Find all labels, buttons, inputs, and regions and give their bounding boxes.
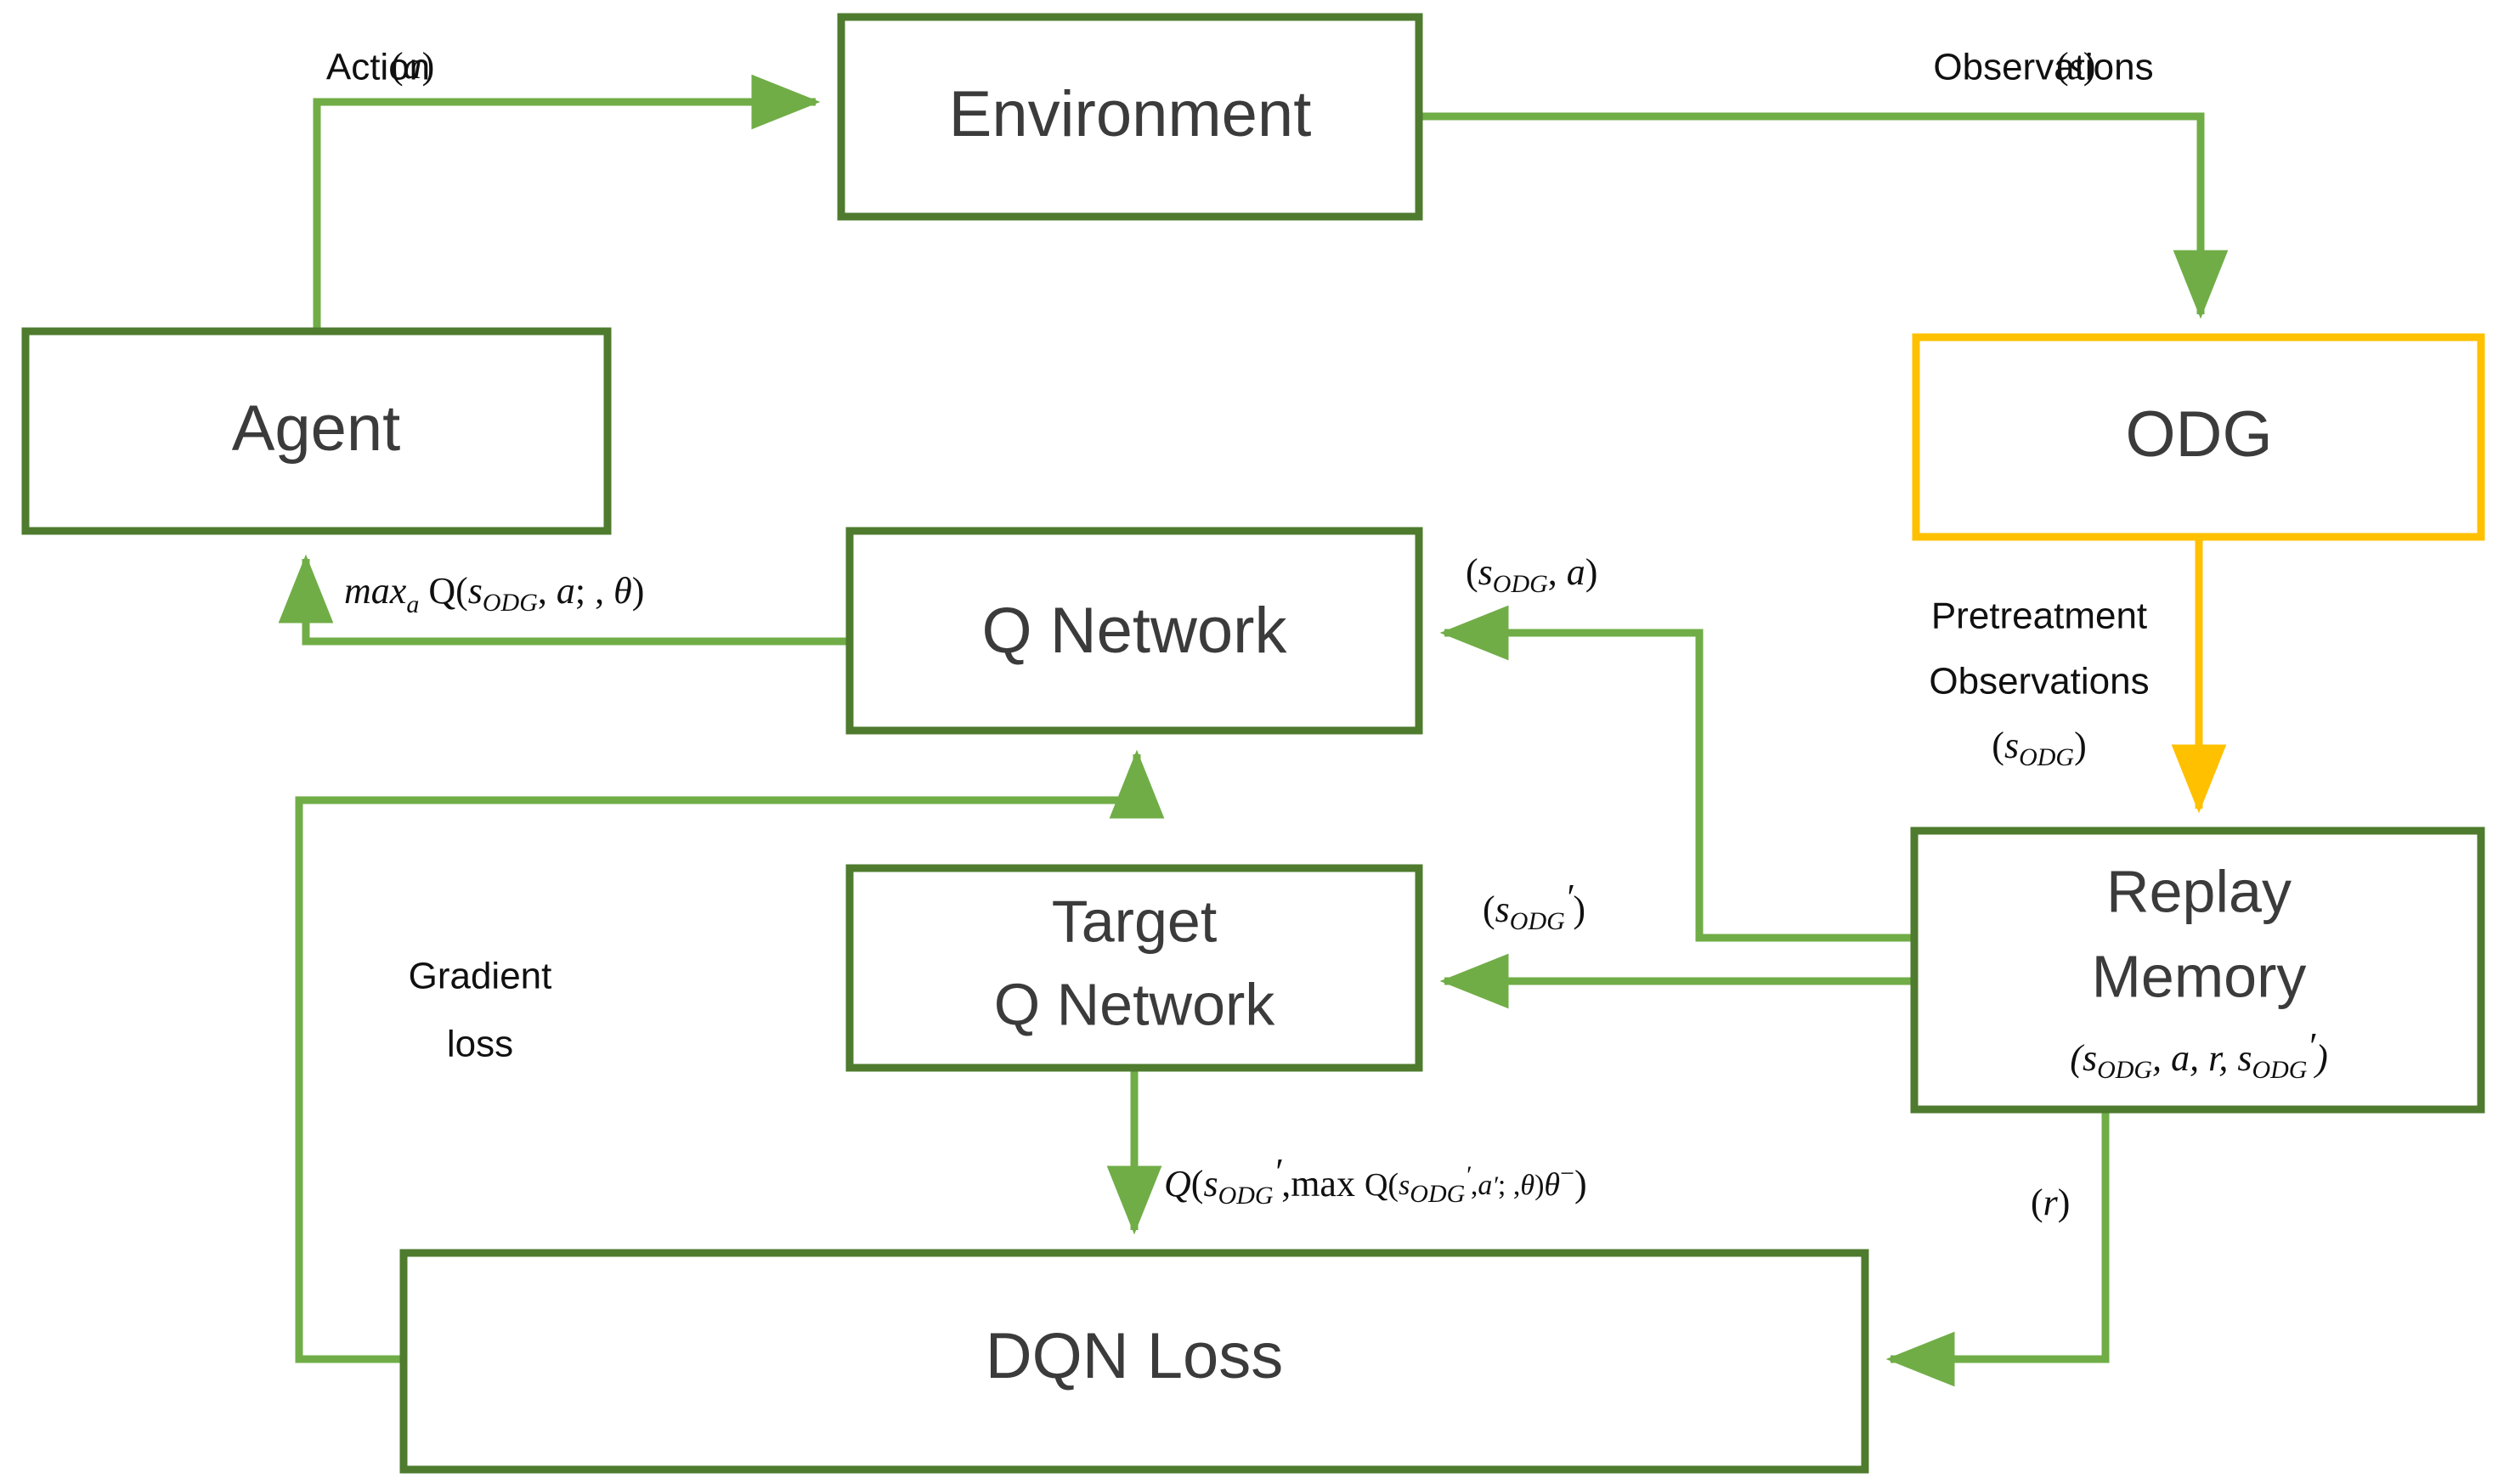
node-environment[interactable]: Environment bbox=[837, 13, 1423, 221]
edge-label-target-formula: Q(sODG′,max Q(sODG′,a′; ,θ)θ−) bbox=[1164, 1151, 1587, 1210]
edge-label-action: Action (a) bbox=[326, 45, 434, 88]
node-q-network[interactable]: Q Network bbox=[845, 527, 1423, 735]
edge-label-state-action-text: (sODG, a) bbox=[1466, 551, 1597, 598]
edge-label-observations-var: (s) bbox=[2056, 45, 2095, 87]
replay-memory-tuple-label: (sODG, a, r, sODG′) bbox=[2070, 1025, 2327, 1084]
node-dqn-loss-label: DQN Loss bbox=[986, 1320, 1284, 1392]
edge-label-observations-text: Observations bbox=[1933, 47, 2153, 88]
edge-label-state-action: (sODG, a) bbox=[1466, 551, 1597, 598]
node-target-q-network[interactable]: Target Q Network bbox=[845, 864, 1423, 1072]
node-target-q-network-label-line2: Q Network bbox=[994, 971, 1276, 1037]
node-agent-label: Agent bbox=[232, 392, 401, 465]
edge-label-target-formula-text: Q(sODG′,max Q(sODG′,a′; ,θ)θ−) bbox=[1164, 1151, 1587, 1210]
arrow-agent-to-environment bbox=[313, 74, 821, 333]
edge-label-gradient-line1: Gradient bbox=[409, 956, 552, 997]
node-odg-label: ODG bbox=[2125, 398, 2272, 471]
edge-label-pretreatment-line2: Observations bbox=[1929, 661, 2149, 703]
edge-label-q-max-formula: maxa Q(sODG, a; , θ) bbox=[344, 570, 644, 618]
node-replay-memory-label-line1: Replay bbox=[2106, 858, 2292, 924]
edge-label-pretreatment-observations: Pretreatment Observations (sODG) bbox=[1929, 595, 2149, 771]
edge-label-action-text: Action bbox=[326, 47, 430, 88]
edge-label-next-state: (sODG′) bbox=[1483, 877, 1585, 935]
arrow-environment-to-odg bbox=[1419, 112, 2229, 319]
edge-label-action-var: (a) bbox=[391, 45, 434, 87]
node-q-network-label: Q Network bbox=[982, 595, 1288, 667]
edge-label-pretreatment-line3: (sODG) bbox=[1992, 725, 2086, 771]
edge-label-next-state-text: (sODG′) bbox=[1483, 877, 1585, 935]
node-replay-memory[interactable]: Replay Memory (sODG, a, r, sODG′) bbox=[1910, 827, 2485, 1114]
arrow-dqn-loss-to-q-network bbox=[295, 749, 1165, 1363]
edge-label-pretreatment-line1: Pretreatment bbox=[1931, 595, 2147, 637]
arrow-q-network-to-agent bbox=[278, 554, 850, 646]
arrow-replay-to-q-network bbox=[1439, 605, 1914, 942]
edge-label-gradient-line2: loss bbox=[447, 1024, 513, 1065]
edge-label-reward: (r) bbox=[2031, 1182, 2070, 1223]
node-odg[interactable]: ODG bbox=[1912, 333, 2485, 541]
edge-label-reward-text: (r) bbox=[2031, 1182, 2070, 1223]
node-target-q-network-label-line1: Target bbox=[1052, 888, 1218, 954]
node-dqn-loss[interactable]: DQN Loss bbox=[399, 1249, 1869, 1474]
node-replay-memory-label-line2: Memory bbox=[2092, 943, 2307, 1009]
edge-label-observations: Observations (s) bbox=[1933, 45, 2153, 88]
edge-label-q-max-formula-text: maxa Q(sODG, a; , θ) bbox=[344, 570, 644, 618]
arrow-replay-to-dqn-loss bbox=[1885, 1109, 2110, 1387]
node-environment-label: Environment bbox=[949, 78, 1312, 150]
edge-label-gradient-loss: Gradient loss bbox=[409, 956, 552, 1065]
node-agent[interactable]: Agent bbox=[21, 327, 612, 535]
